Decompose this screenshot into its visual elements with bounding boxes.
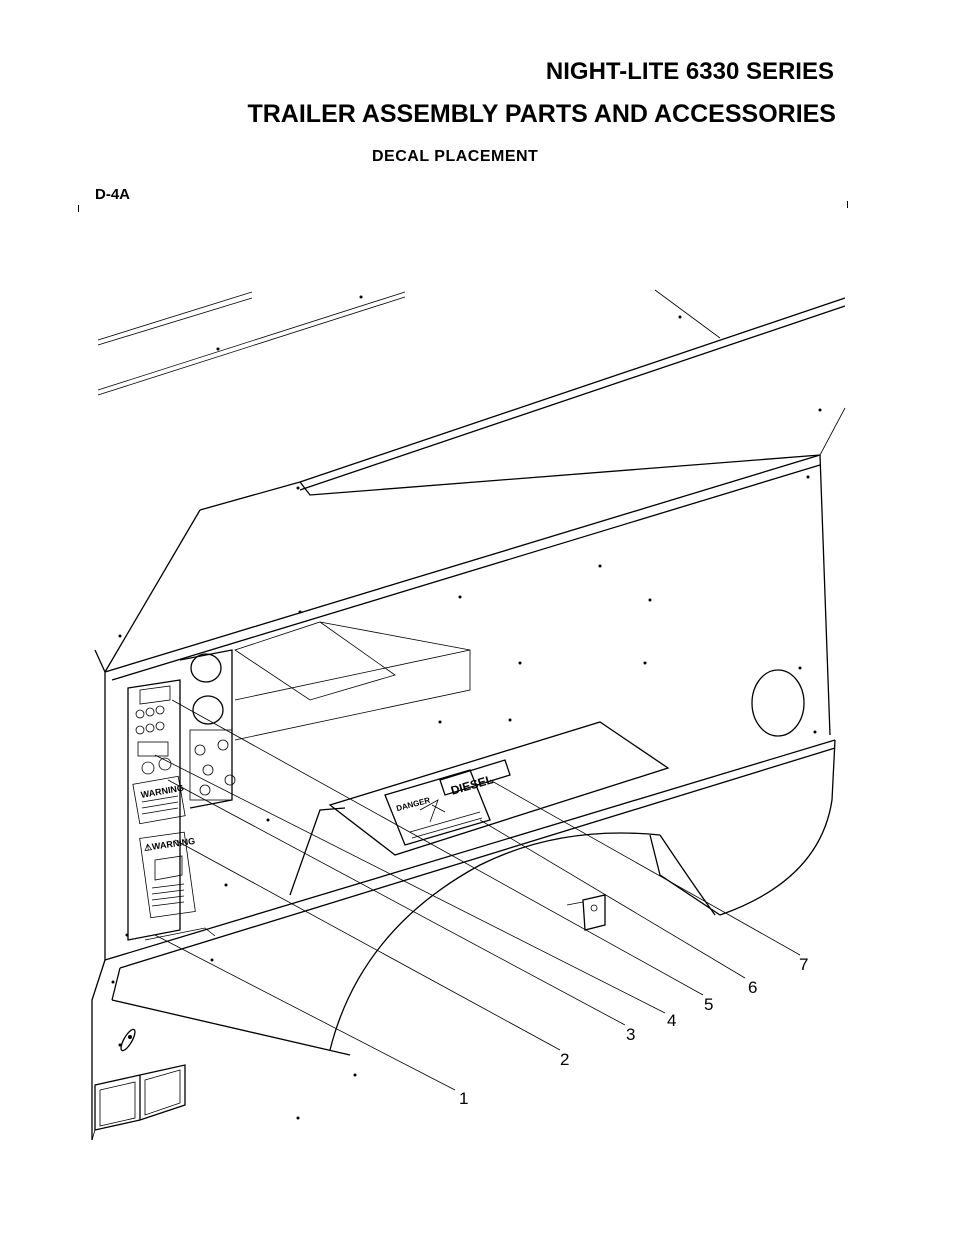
roof-lines bbox=[97, 289, 846, 491]
leader-lines bbox=[154, 699, 801, 1091]
trailer-body bbox=[91, 454, 836, 1140]
svg-text:DANGER: DANGER bbox=[395, 796, 431, 814]
callout-1: 1 bbox=[459, 1089, 468, 1108]
callout-7: 7 bbox=[799, 955, 808, 974]
control-panel bbox=[127, 649, 236, 941]
callout-2: 2 bbox=[560, 1050, 569, 1069]
decal-warning-panel: WARNING bbox=[132, 775, 186, 825]
decal-diesel: DIESEL bbox=[439, 759, 511, 798]
callout-3: 3 bbox=[626, 1025, 635, 1044]
bolt-dots bbox=[111, 295, 822, 1120]
decal-warning-label: ⚠WARNING bbox=[139, 831, 196, 919]
callout-4: 4 bbox=[667, 1011, 676, 1030]
callout-6: 6 bbox=[748, 978, 757, 997]
margin-tick-left bbox=[78, 205, 79, 212]
callout-5: 5 bbox=[704, 995, 713, 1014]
page-subtitle: DECAL PLACEMENT bbox=[372, 148, 539, 165]
series-title: NIGHT-LITE 6330 SERIES bbox=[545, 58, 834, 85]
figure-id: D-4A bbox=[95, 186, 131, 203]
svg-text:⚠WARNING: ⚠WARNING bbox=[143, 836, 195, 853]
hitch-tubes bbox=[91, 1028, 186, 1141]
section-title: TRAILER ASSEMBLY PARTS AND ACCESSORIES bbox=[247, 100, 836, 128]
margin-tick-right bbox=[847, 201, 848, 208]
